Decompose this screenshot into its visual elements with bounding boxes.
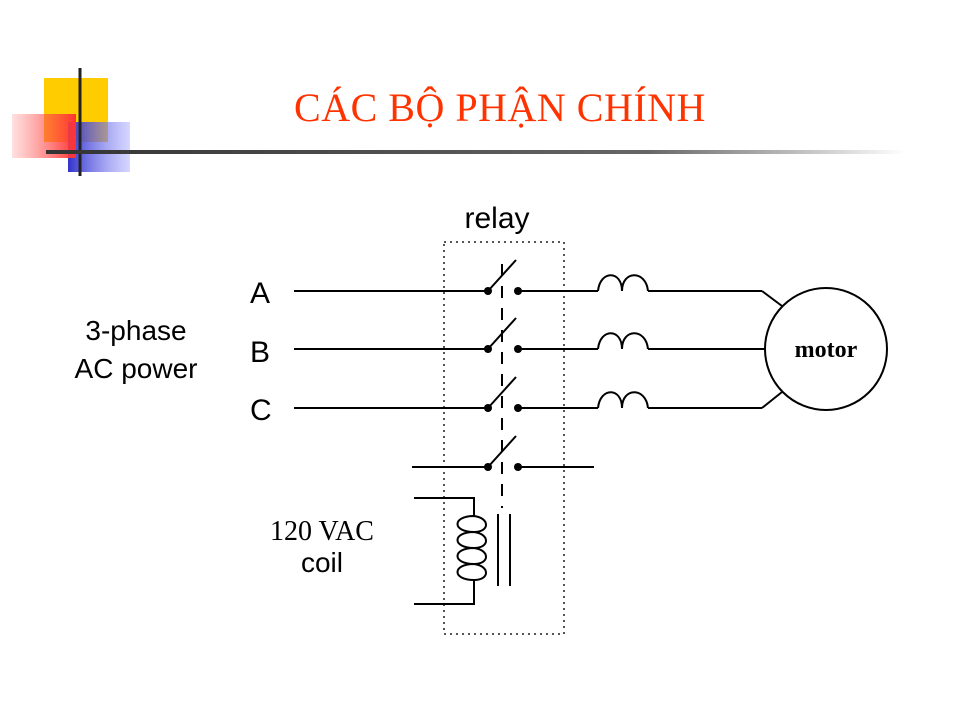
phase-b-line <box>294 317 766 350</box>
title-rule <box>46 150 906 154</box>
logo-blue-square <box>68 122 130 172</box>
relay-coil <box>414 497 511 605</box>
phase-label-a: A <box>250 277 270 310</box>
contact-dots <box>484 287 522 471</box>
motor-label: motor <box>795 337 858 363</box>
phase-label-b: B <box>250 336 270 369</box>
relay-label: relay <box>464 202 529 235</box>
source-label-line2: AC power <box>75 353 198 384</box>
motor-circle <box>764 287 888 411</box>
relay-boundary <box>443 241 565 635</box>
coil-label-line1: 120 VAC <box>270 516 374 547</box>
phase-c-line <box>294 376 783 409</box>
source-label-line1: 3-phase <box>85 315 186 346</box>
phase-label-c: C <box>250 394 272 427</box>
phase-a-line <box>294 259 783 307</box>
slide-title: CÁC BỘ PHẬN CHÍNH <box>294 85 706 130</box>
slide-logo <box>12 68 906 176</box>
coil-label-line2: coil <box>301 547 343 578</box>
